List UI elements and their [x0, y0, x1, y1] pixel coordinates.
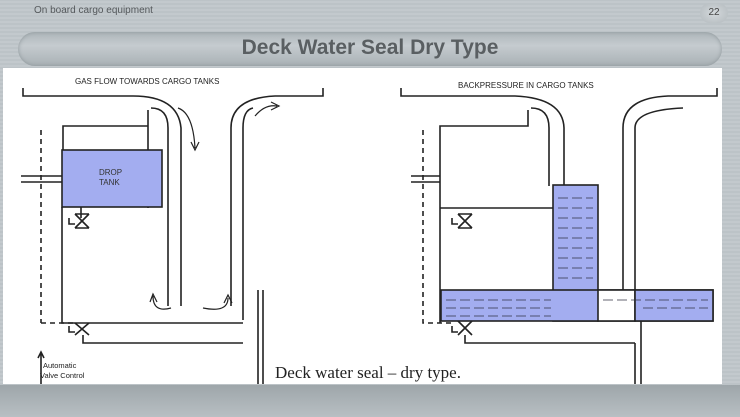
right-diagram-backpressure: BACKPRESSURE IN CARGO TANKS	[400, 81, 718, 384]
slide-title: Deck Water Seal Dry Type	[241, 36, 499, 59]
valve-icon	[451, 213, 473, 229]
water-seal-pool-right	[634, 289, 714, 322]
valve-icon	[68, 322, 90, 336]
flow-arrow	[254, 101, 281, 117]
valve-control-label: Automatic	[43, 361, 77, 370]
flow-arrow	[177, 107, 200, 152]
valve-control-label-2: Valve Control	[40, 371, 85, 380]
right-heading: BACKPRESSURE IN CARGO TANKS	[458, 81, 594, 90]
diagram-caption: Deck water seal – dry type.	[275, 363, 461, 382]
drop-tank-water	[61, 149, 163, 208]
drop-tank-label-2: TANK	[99, 178, 120, 187]
valve-icon	[68, 213, 90, 229]
footer-bar	[0, 385, 740, 417]
valve-icon	[451, 320, 473, 336]
left-diagram-gas-flow: GAS FLOW TOWARDS CARGO TANKS DROP TANK A…	[21, 77, 324, 384]
flow-arrow	[149, 292, 233, 310]
left-heading: GAS FLOW TOWARDS CARGO TANKS	[75, 77, 219, 86]
section-label: On board cargo equipment	[34, 5, 153, 16]
title-bar: Deck Water Seal Dry Type	[18, 32, 722, 66]
drop-tank-label: DROP	[99, 168, 122, 177]
page-number: 22	[700, 3, 728, 23]
deck-water-seal-diagram: GAS FLOW TOWARDS CARGO TANKS DROP TANK A…	[3, 68, 722, 384]
